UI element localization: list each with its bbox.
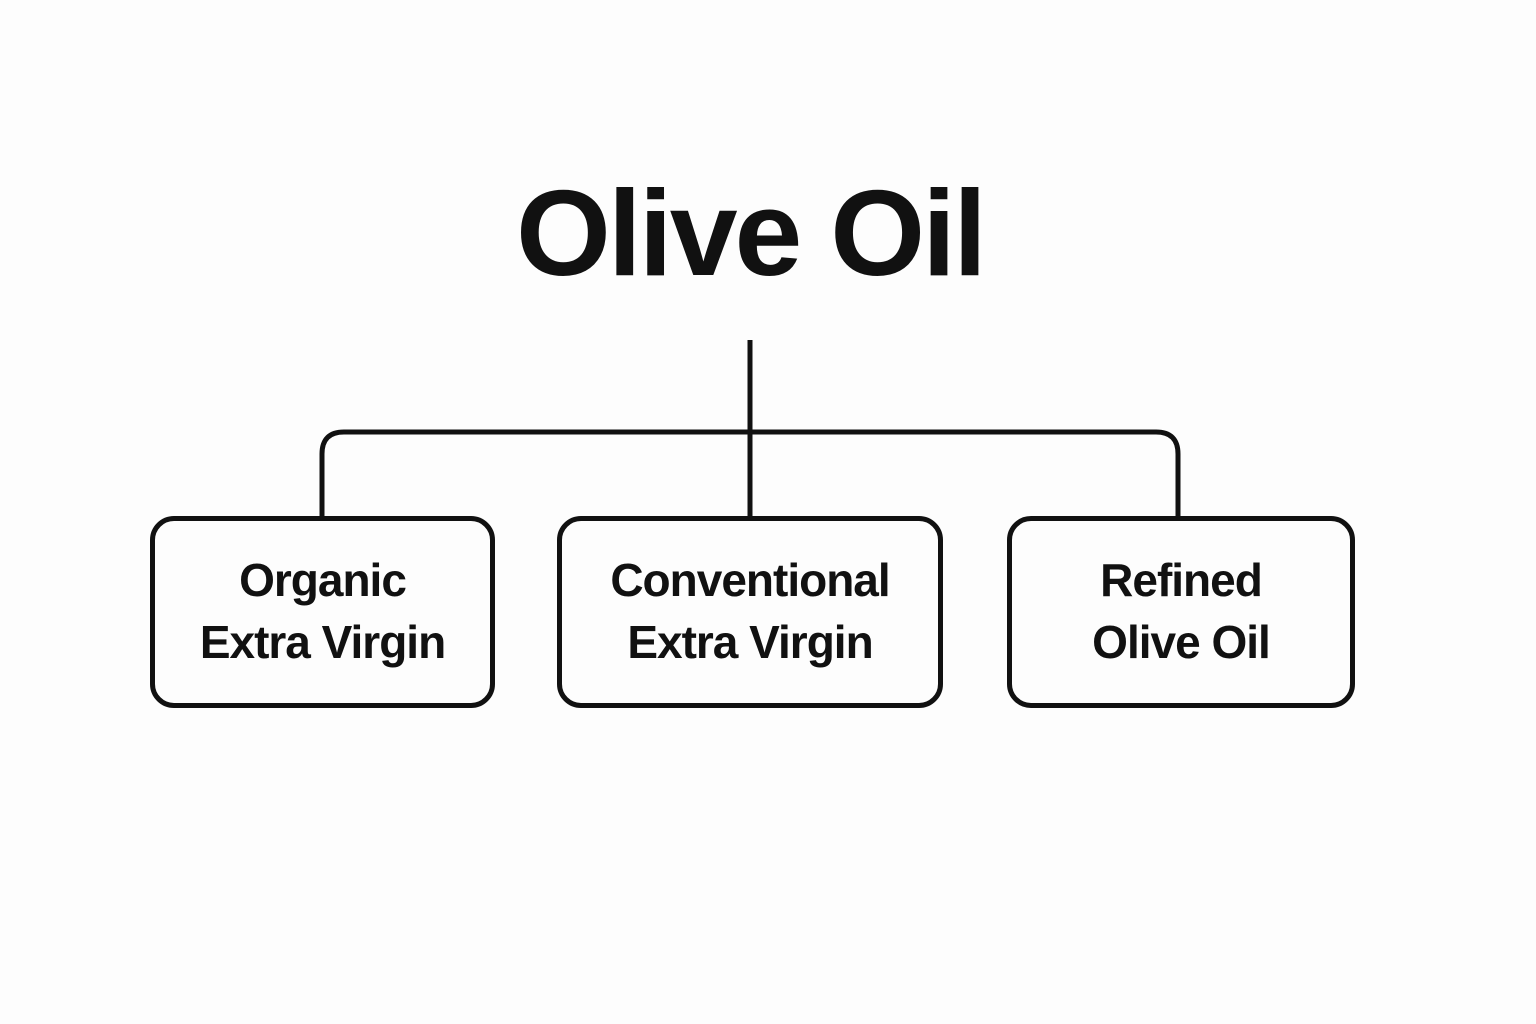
node-box-conventional-extra-virgin: Conventional Extra Virgin xyxy=(557,516,943,708)
node-label-line: Extra Virgin xyxy=(199,616,446,668)
node-label-line: Extra Virgin xyxy=(627,616,873,668)
node-box-refined-olive-oil: Refined Olive Oil xyxy=(1007,516,1355,708)
node-box-organic-extra-virgin: Organic Extra Virgin xyxy=(150,516,495,708)
node-label-line: Refined xyxy=(1100,554,1263,607)
connector-rail xyxy=(319,429,1181,517)
node-label-line: Olive Oil xyxy=(1092,616,1271,668)
diagram-title: Olive Oil xyxy=(516,165,987,301)
node-label-line: Conventional xyxy=(610,554,890,607)
node-label-line: Organic xyxy=(239,554,407,607)
